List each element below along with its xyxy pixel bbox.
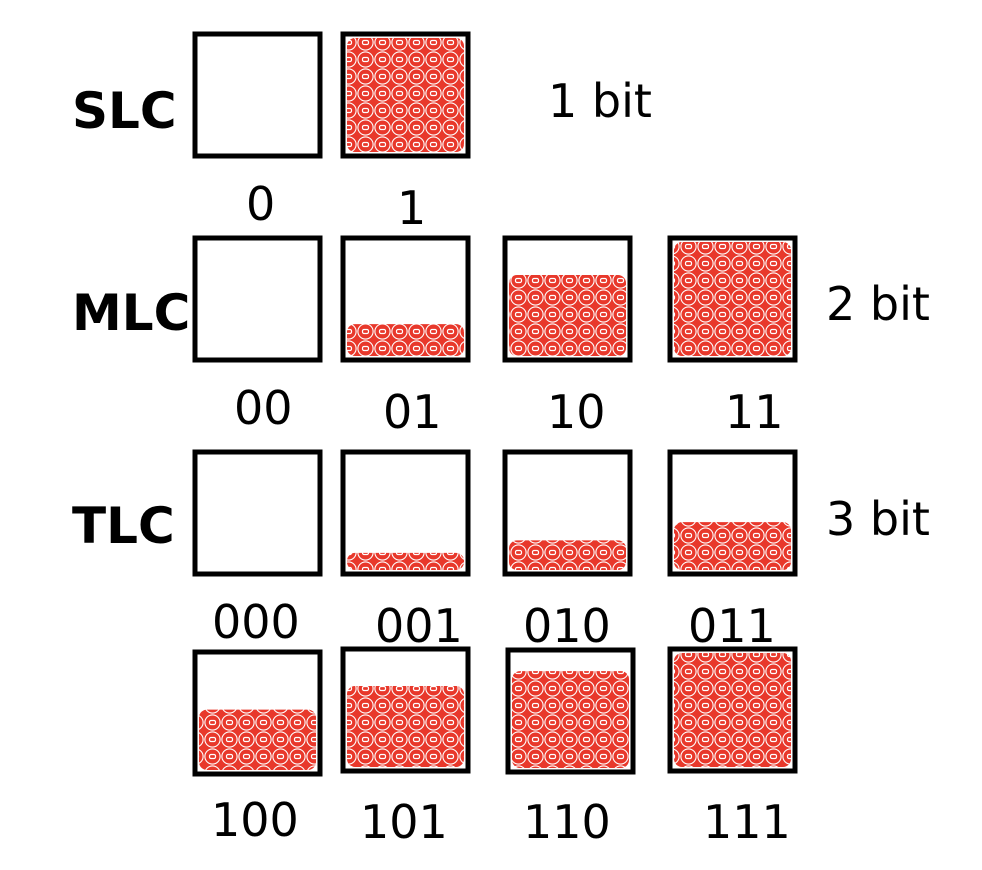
charge-level	[674, 653, 791, 767]
memory-cell	[502, 235, 633, 363]
bits-label-tlc: 3 bit	[826, 492, 930, 546]
memory-cell	[192, 449, 323, 577]
cell-code-label: 001	[375, 599, 463, 653]
cell-code-label: 010	[523, 599, 611, 653]
memory-cell	[667, 646, 798, 774]
charge-level	[199, 709, 316, 770]
memory-cell	[340, 235, 471, 363]
charge-level	[509, 540, 626, 570]
cell-code-label: 00	[234, 381, 293, 435]
memory-cell	[192, 31, 323, 159]
charge-level	[347, 38, 464, 152]
cell-code-label: 0	[246, 177, 275, 231]
memory-cell	[505, 647, 636, 775]
cell-code-label: 111	[703, 795, 791, 849]
charge-level	[674, 522, 791, 570]
cell-code-label: 01	[383, 385, 442, 439]
charge-level	[347, 686, 464, 767]
cell-code-label: 101	[360, 795, 448, 849]
memory-cell	[502, 449, 633, 577]
memory-cell	[667, 235, 798, 363]
charge-level	[512, 671, 629, 768]
row-label-tlc: TLC	[72, 497, 175, 555]
bits-label-slc: 1 bit	[548, 74, 652, 128]
charge-level	[347, 324, 464, 356]
cell-outline	[192, 31, 323, 159]
cell-code-label: 11	[725, 385, 784, 439]
memory-cell	[340, 449, 471, 577]
cell-outline	[192, 449, 323, 577]
cell-code-label: 100	[211, 793, 299, 847]
row-label-slc: SLC	[72, 82, 177, 140]
cell-outline	[192, 235, 323, 363]
row-label-mlc: MLC	[72, 284, 190, 342]
memory-cell	[192, 649, 323, 777]
charge-level	[509, 275, 626, 356]
memory-cell	[667, 449, 798, 577]
cell-code-label: 000	[212, 595, 300, 649]
cell-code-label: 10	[547, 385, 606, 439]
charge-level	[347, 552, 464, 570]
cell-code-label: 1	[397, 181, 426, 235]
memory-cell	[340, 646, 471, 774]
charge-level	[674, 242, 791, 356]
memory-cell	[192, 235, 323, 363]
cell-code-label: 110	[523, 795, 611, 849]
bits-label-mlc: 2 bit	[826, 277, 930, 331]
memory-cell	[340, 31, 471, 159]
cell-code-label: 011	[688, 599, 776, 653]
